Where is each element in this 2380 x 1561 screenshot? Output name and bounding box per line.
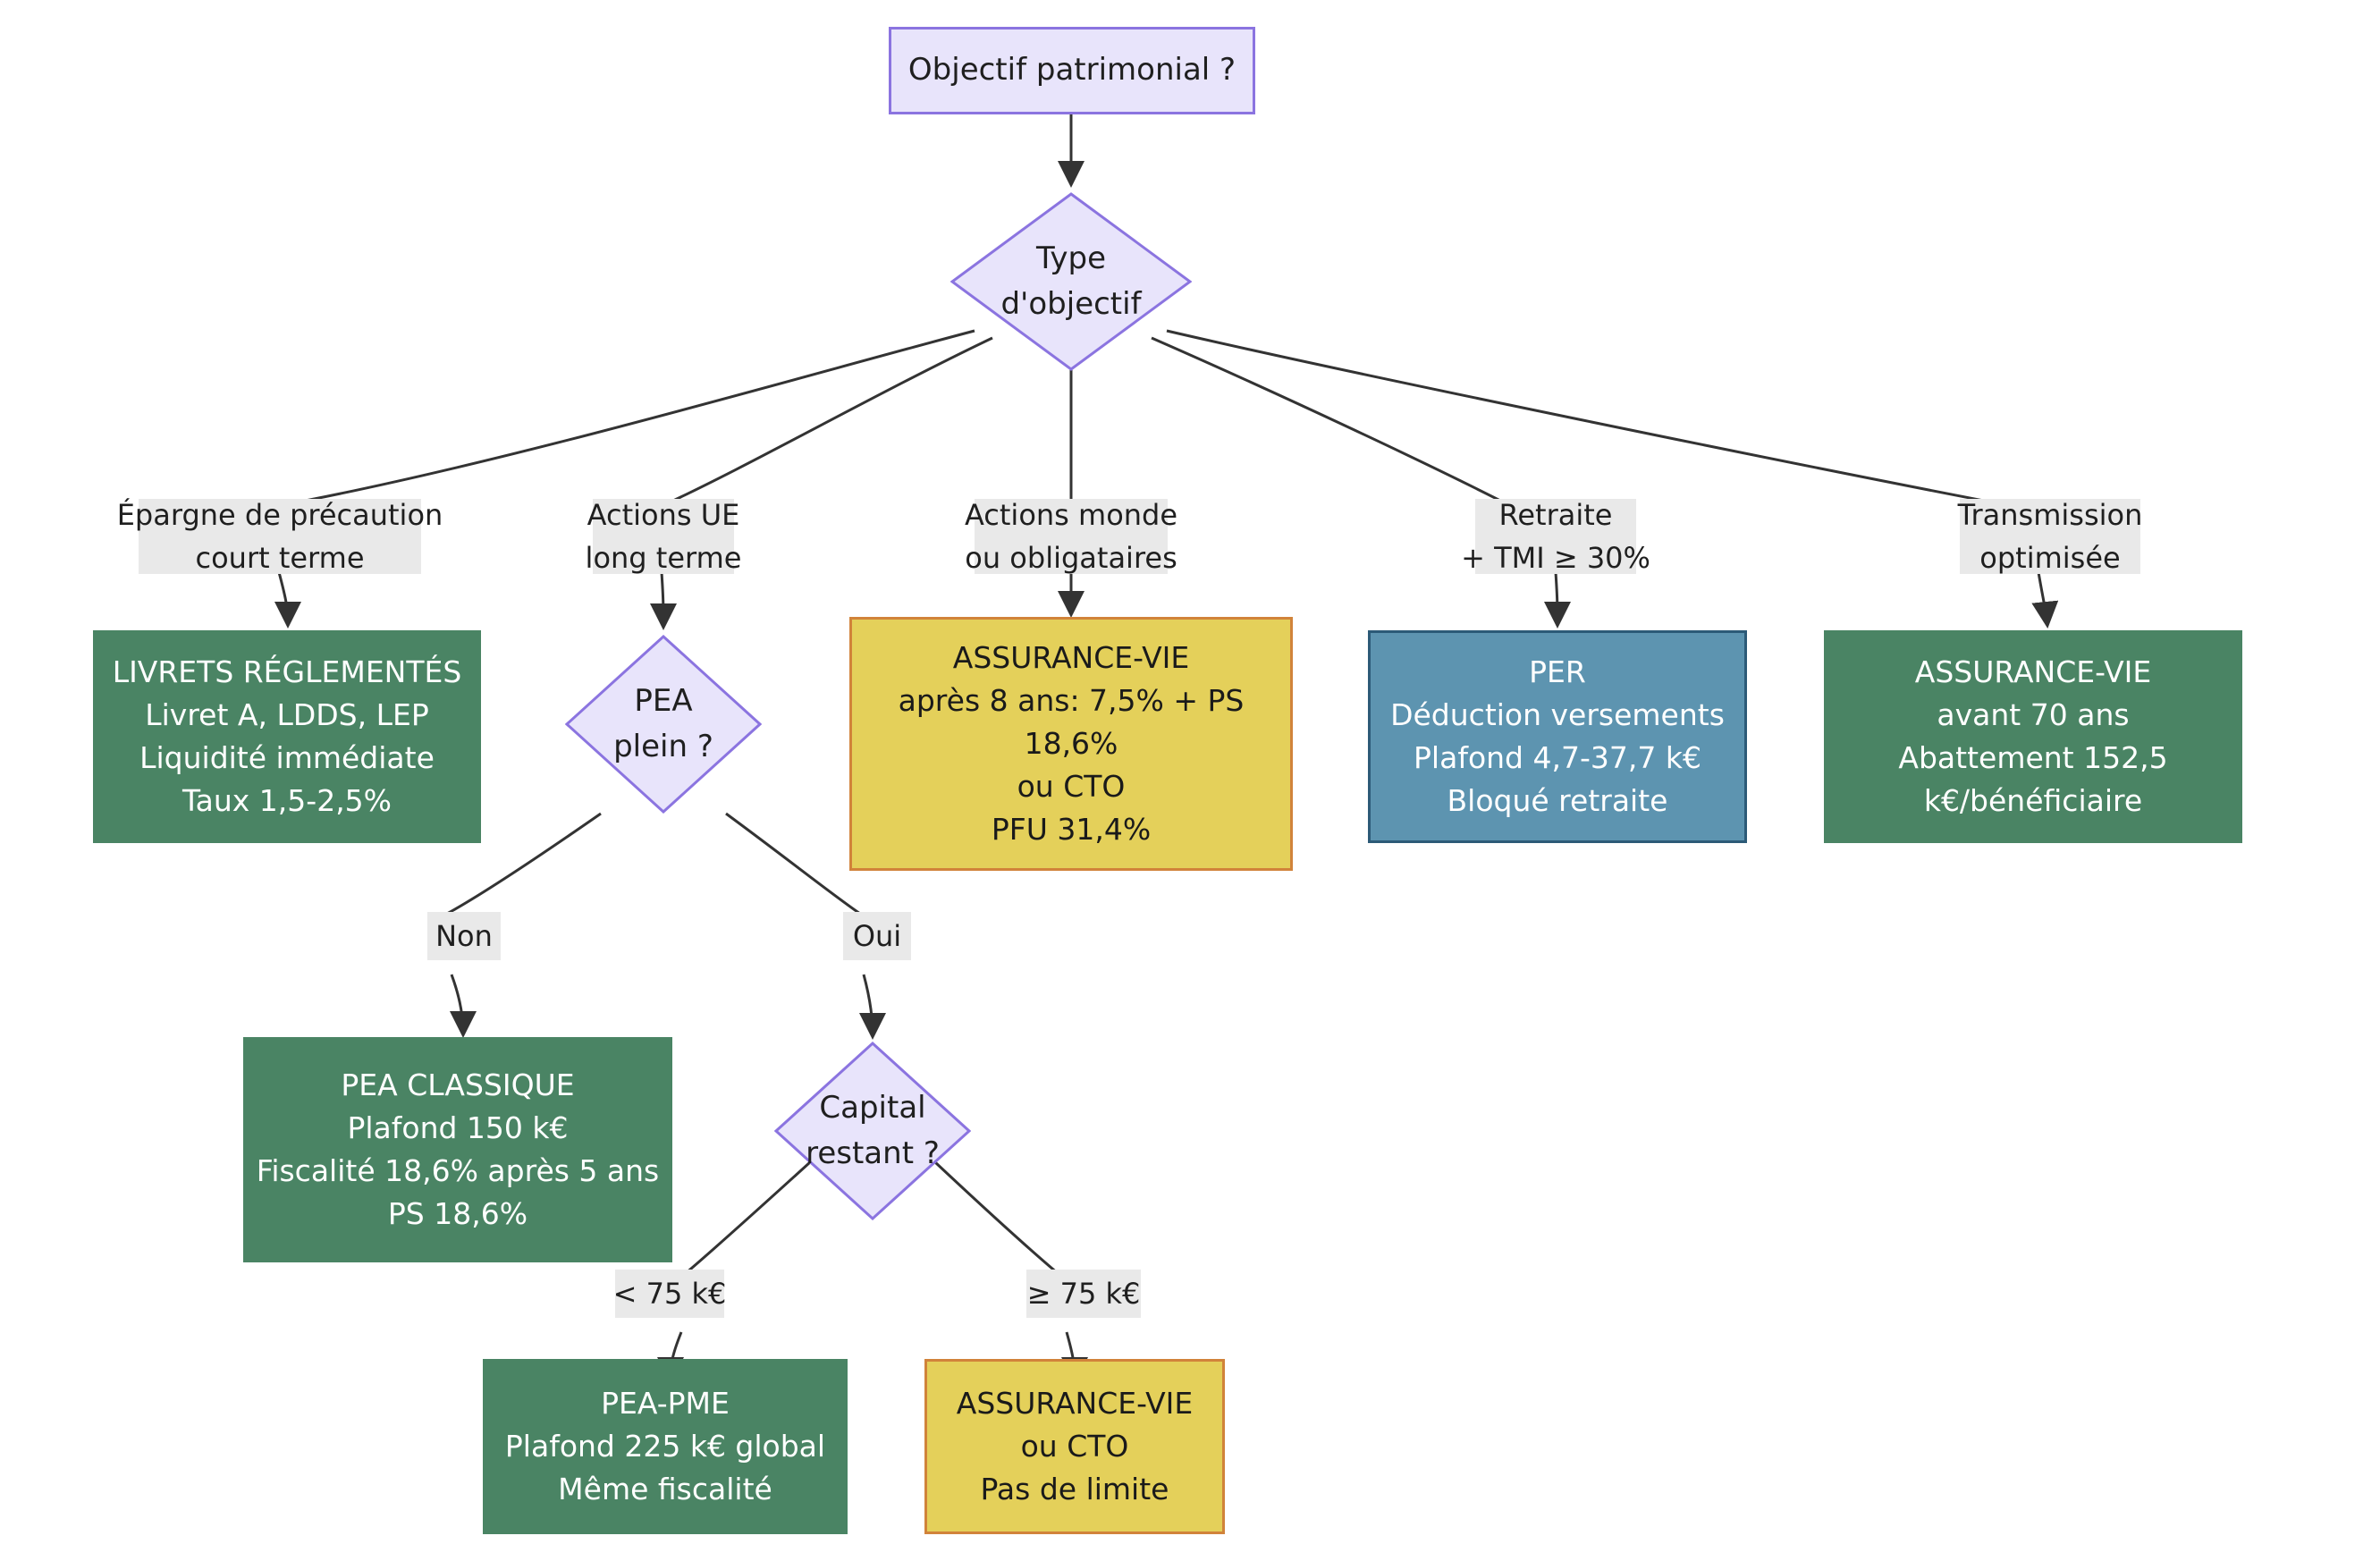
edge-label-non: Non — [427, 912, 501, 960]
edge-epargne-to-livrets — [274, 571, 301, 629]
pea-plein-diamond-shape — [565, 635, 762, 814]
edge-label-actions-monde: Actions monde ou obligataires — [964, 498, 1178, 575]
node-pea-pme[interactable]: PEA-PME Plafond 225 k€ global Même fisca… — [483, 1359, 848, 1534]
edge-type-to-actions-ue — [661, 336, 993, 508]
node-pea-plein[interactable]: PEA plein ? — [565, 635, 762, 814]
node-objectif-patrimonial[interactable]: Objectif patrimonial ? — [889, 27, 1255, 114]
edge-label-moins-75k: < 75 k€ — [613, 1270, 726, 1318]
node-objectif-patrimonial-label: Objectif patrimonial ? — [907, 52, 1236, 89]
node-type-objectif[interactable]: Type d'objectif — [950, 192, 1192, 371]
edge-label-plus-75k: ≥ 75 k€ — [1026, 1270, 1141, 1318]
edge-type-to-retraite — [1151, 336, 1512, 508]
edge-transmission-to-av70 — [2031, 571, 2059, 629]
edge-label-actions-ue: Actions UE long terme — [585, 498, 742, 575]
edge-type-to-epargne — [276, 329, 975, 508]
node-assurance-vie-cto[interactable]: ASSURANCE-VIE ou CTO Pas de limite — [924, 1359, 1225, 1534]
edge-label-retraite-tmi: Retraite + TMI ≥ 30% — [1461, 498, 1650, 575]
edge-retraite-to-per — [1543, 571, 1571, 629]
edge-non-to-peaclassique — [449, 974, 477, 1038]
node-assurance-vie-8ans[interactable]: ASSURANCE-VIE après 8 ans: 7,5% + PS 18,… — [849, 617, 1293, 871]
edge-peaplein-to-oui — [725, 812, 861, 916]
edge-oui-to-capital — [858, 974, 886, 1040]
node-livrets-reglementes[interactable]: LIVRETS RÉGLEMENTÉS Livret A, LDDS, LEP … — [93, 630, 481, 843]
capital-restant-diamond-shape — [774, 1042, 971, 1220]
edge-label-epargne-precaution: Épargne de précaution court terme — [116, 498, 443, 575]
edge-label-oui: Oui — [843, 912, 911, 960]
type-objectif-diamond-shape — [950, 192, 1192, 371]
edge-actionsue-to-peaplein — [649, 571, 677, 630]
edge-type-to-transmission — [1166, 329, 2013, 508]
edge-label-transmission: Transmission optimisée — [1957, 498, 2143, 575]
node-pea-classique[interactable]: PEA CLASSIQUE Plafond 150 k€ Fiscalité 1… — [243, 1037, 672, 1262]
node-assurance-vie-70ans[interactable]: ASSURANCE-VIE avant 70 ans Abattement 15… — [1824, 630, 2242, 843]
node-per[interactable]: PER Déduction versements Plafond 4,7-37,… — [1368, 630, 1747, 843]
node-capital-restant[interactable]: Capital restant ? — [774, 1042, 971, 1220]
